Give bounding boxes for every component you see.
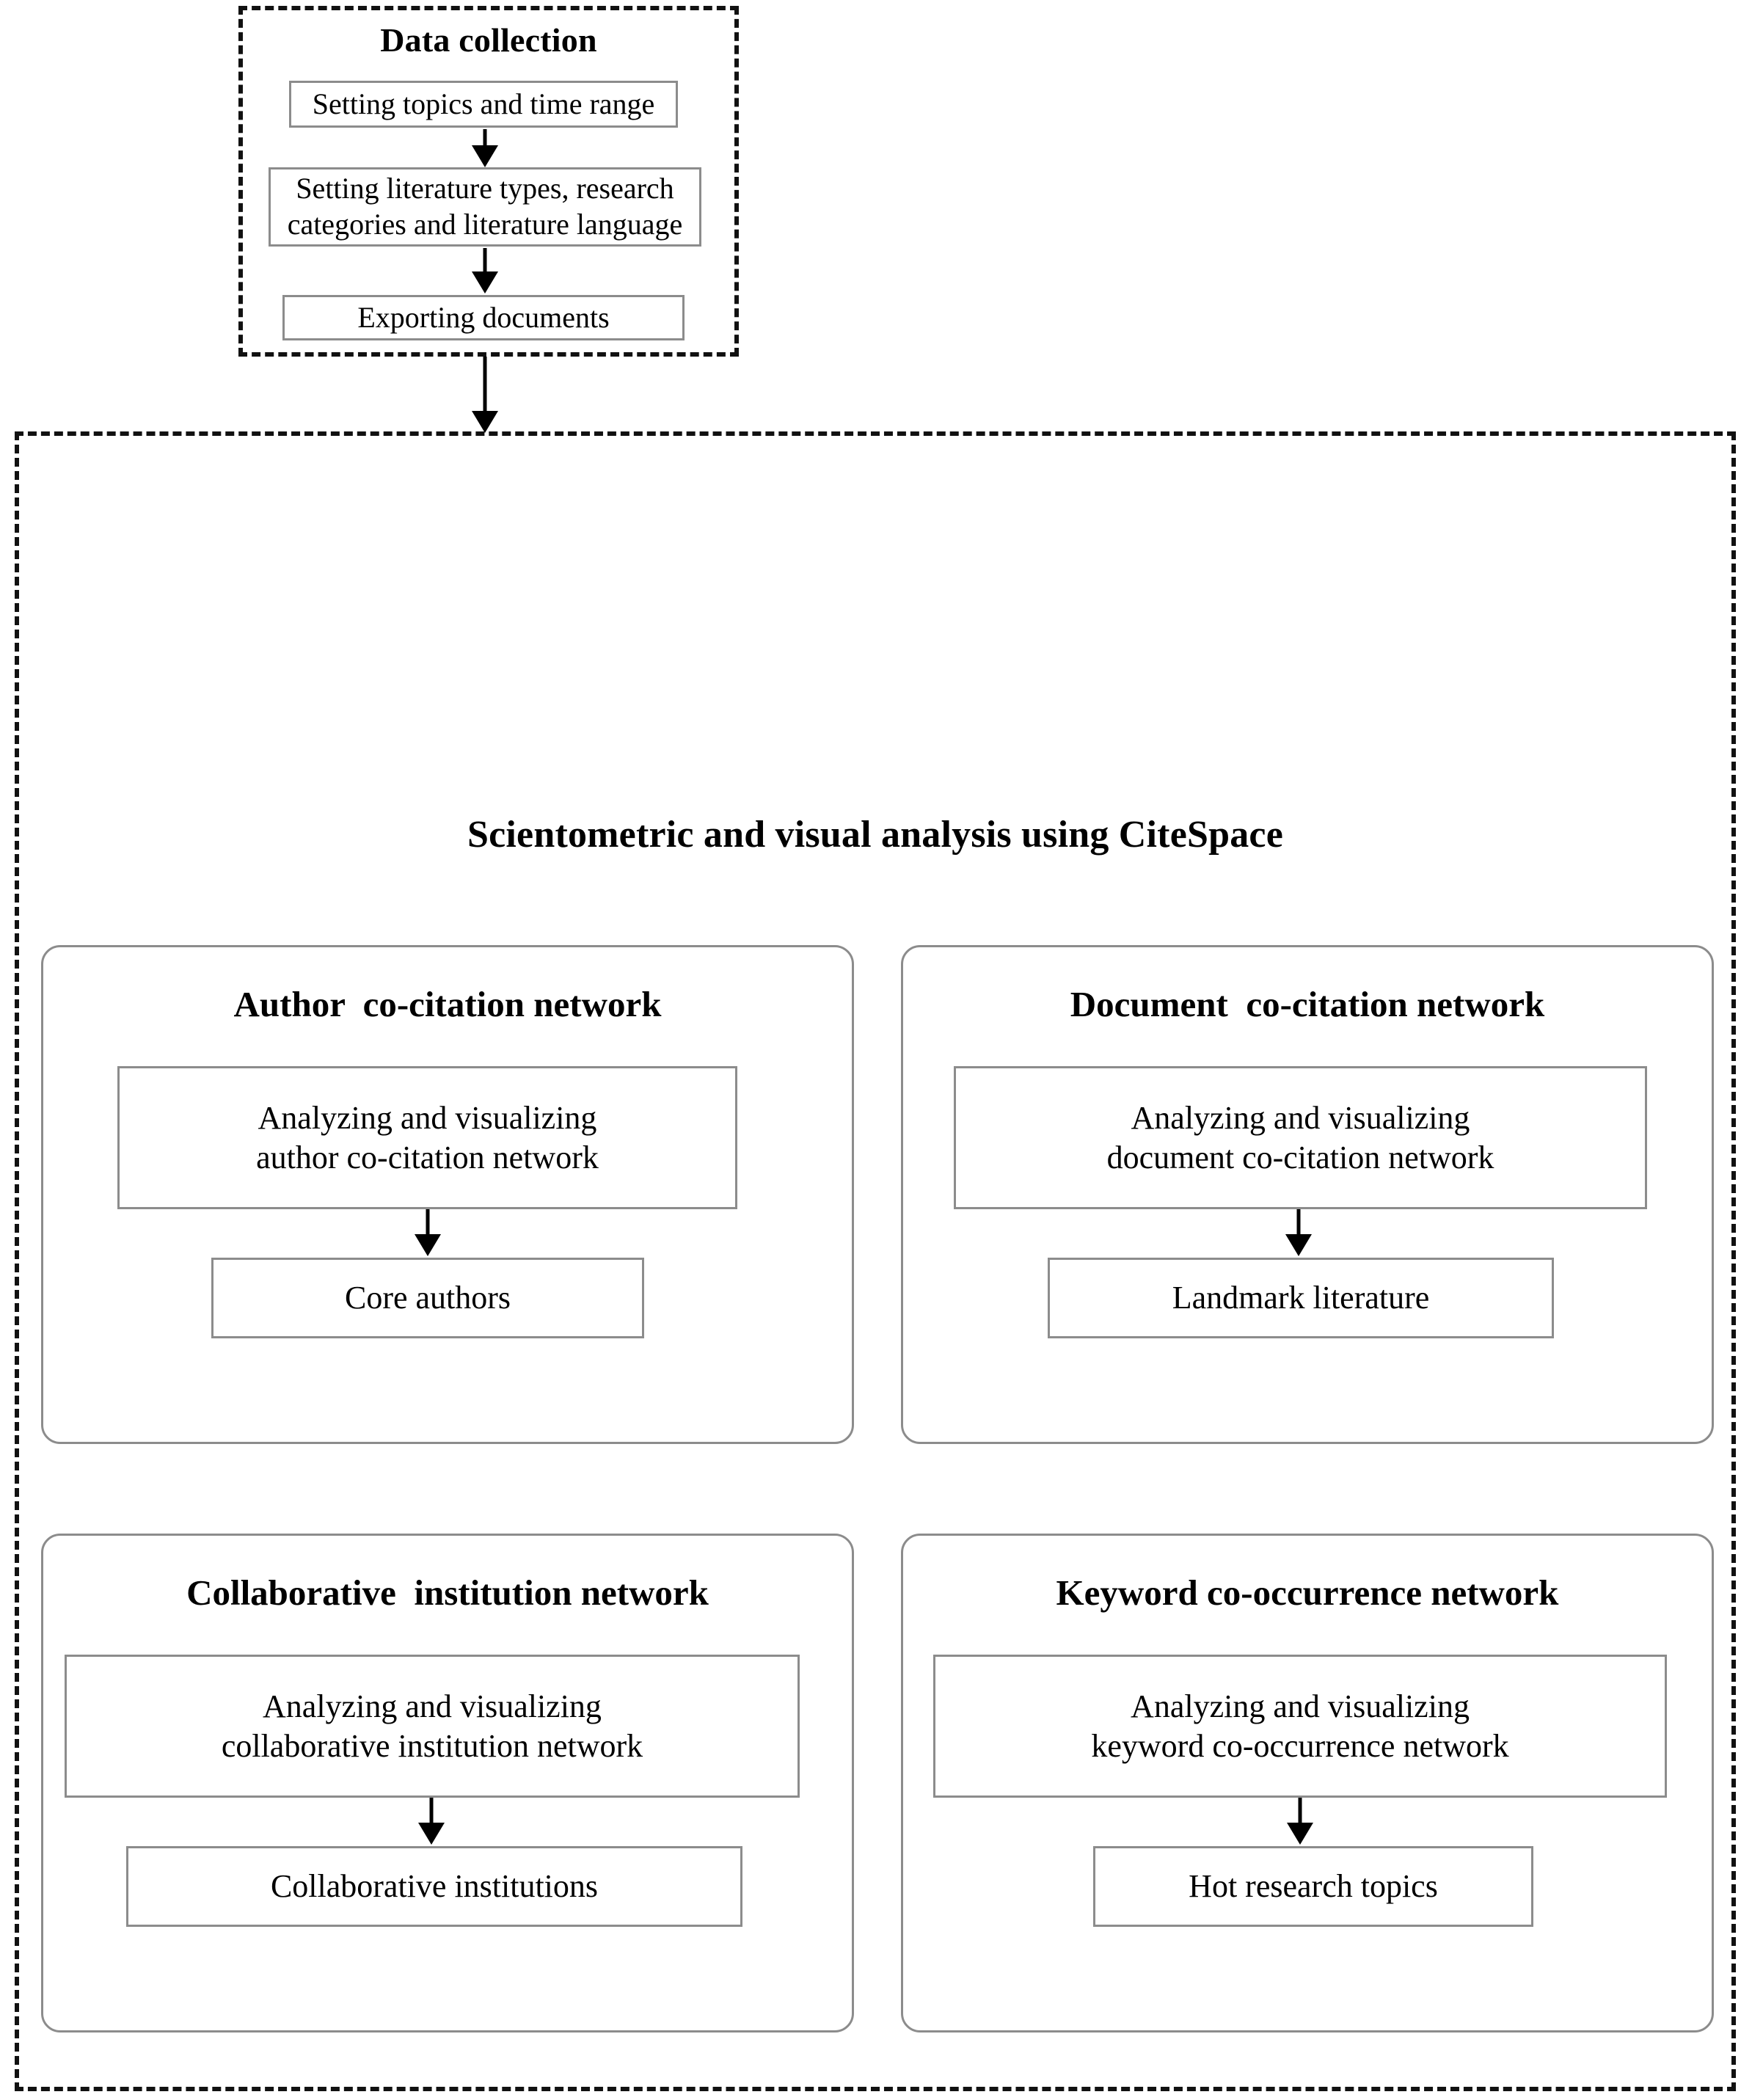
panel-author-co-citation-title: Author co-citation network [233, 984, 662, 1024]
arrow-collection-to-analysis [470, 357, 500, 433]
step-exporting-documents: Exporting documents [282, 295, 685, 340]
step-setting-topics: Setting topics and time range [289, 81, 678, 128]
panel-keyword-result-box: Hot research topics [1093, 1846, 1533, 1927]
panel-document-result-box: Landmark literature [1048, 1258, 1554, 1338]
panel-author-process-box: Analyzing and visualizing author co-cita… [117, 1066, 737, 1209]
arrow-types-to-export [470, 248, 500, 294]
panel-keyword-process-box: Analyzing and visualizing keyword co-occ… [933, 1655, 1667, 1798]
analysis-group [15, 431, 1736, 2091]
analysis-title: Scientometric and visual analysis using … [467, 814, 1283, 856]
arrow-topics-to-types [470, 129, 500, 167]
arrow-institution-process-to-result [417, 1798, 446, 1845]
panel-document-co-citation-title: Document co-citation network [1070, 984, 1545, 1024]
panel-collaborative-institution-title: Collaborative institution network [186, 1572, 709, 1613]
panel-institution-result-box: Collaborative institutions [126, 1846, 742, 1927]
step-setting-literature-types: Setting literature types, research categ… [269, 167, 701, 247]
arrow-document-process-to-result [1284, 1209, 1313, 1256]
panel-institution-process-box: Analyzing and visualizing collaborative … [65, 1655, 800, 1798]
data-collection-group [238, 6, 739, 357]
data-collection-title: Data collection [380, 21, 597, 59]
arrow-keyword-process-to-result [1285, 1798, 1315, 1845]
arrow-author-process-to-result [413, 1209, 442, 1256]
panel-keyword-co-occurrence-title: Keyword co-occurrence network [1056, 1572, 1559, 1613]
panel-author-result-box: Core authors [211, 1258, 644, 1338]
panel-document-process-box: Analyzing and visualizing document co-ci… [954, 1066, 1647, 1209]
